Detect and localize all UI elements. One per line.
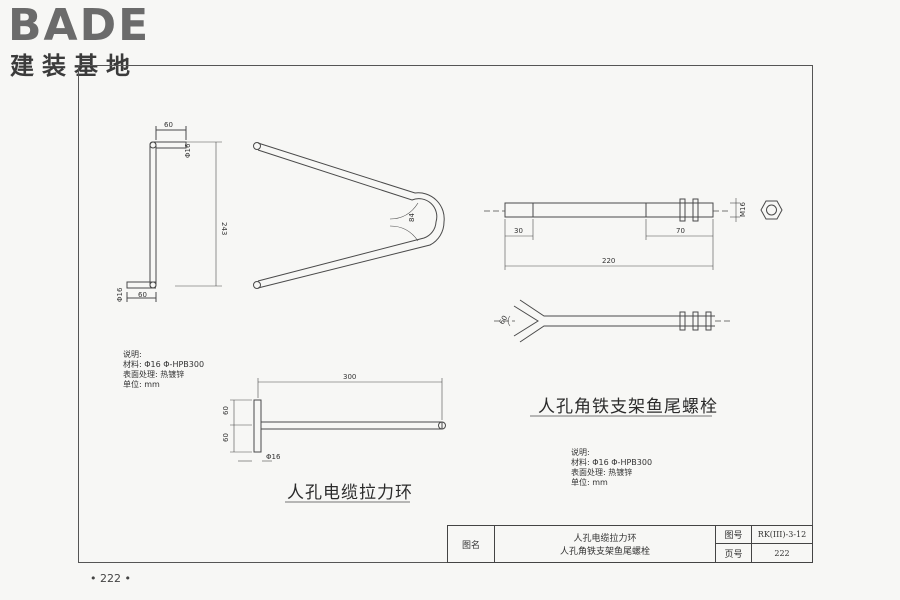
dim-t-dia: Φ16 bbox=[266, 453, 281, 461]
drawing-name-line2: 人孔角铁支架鱼尾螺栓 bbox=[559, 547, 650, 557]
brand-logo: BADE 建装基地 bbox=[8, 4, 178, 84]
logo-subtitle: 建装基地 bbox=[10, 52, 138, 80]
t-bar-view bbox=[230, 378, 446, 462]
page-value: 222 bbox=[751, 543, 813, 563]
note-line: 单位: mm bbox=[571, 478, 608, 487]
dim-fork-angle: 60 bbox=[498, 314, 509, 326]
drawing-name-cell: 人孔电缆拉力环 人孔角铁支架鱼尾螺栓 bbox=[494, 525, 716, 563]
dim-bolt-dia: M16 bbox=[739, 202, 747, 217]
v-ring-view bbox=[253, 142, 445, 289]
note-line: 单位: mm bbox=[123, 380, 160, 389]
dim-bolt-left: 30 bbox=[514, 227, 523, 235]
bolt-fork-view bbox=[494, 299, 730, 343]
dim-t-upper: 60 bbox=[222, 406, 230, 415]
note-line: 说明: bbox=[571, 448, 590, 457]
dim-dia-top: Φ16 bbox=[184, 143, 192, 158]
note-line: 表面处理: 热镀锌 bbox=[571, 468, 633, 477]
cable-ring-title: 人孔电缆拉力环 bbox=[287, 483, 413, 503]
drawing-name-label: 图名 bbox=[447, 525, 495, 563]
dim-t-lower: 60 bbox=[222, 433, 230, 442]
cable-ring-notes: 说明: 材料: Φ16 Φ-HPB300 表面处理: 热镀锌 单位: mm bbox=[123, 350, 204, 390]
bolt-side-view bbox=[484, 198, 783, 270]
drawing-frame bbox=[78, 65, 813, 563]
hook-bar-view bbox=[126, 126, 222, 302]
dim-hook-bottom: 60 bbox=[138, 291, 147, 299]
dim-dia-bottom: Φ16 bbox=[116, 287, 124, 302]
dim-bolt-right: 70 bbox=[676, 227, 685, 235]
fishtail-bolt-notes: 说明: 材料: Φ16 Φ-HPB300 表面处理: 热镀锌 单位: mm bbox=[571, 448, 652, 488]
dim-bolt-total: 220 bbox=[602, 257, 615, 265]
dim-v-angle: 84 bbox=[408, 213, 416, 222]
drawing-no-label: 图号 bbox=[715, 525, 752, 544]
dim-height: 243 bbox=[220, 222, 228, 235]
logo-wordmark: BADE bbox=[8, 0, 151, 51]
note-line: 表面处理: 热镀锌 bbox=[123, 370, 185, 379]
note-line: 材料: Φ16 Φ-HPB300 bbox=[123, 360, 205, 369]
drawing-no: RK(III)-3-12 bbox=[751, 525, 813, 544]
dim-hook-top: 60 bbox=[164, 121, 173, 129]
note-line: 材料: Φ16 Φ-HPB300 bbox=[571, 458, 653, 467]
page-number: • 222 • bbox=[90, 572, 131, 585]
drawing-name-line1: 人孔电缆拉力环 bbox=[573, 534, 637, 544]
title-block: 图名 人孔电缆拉力环 人孔角铁支架鱼尾螺栓 图号 RK(III)-3-12 页号… bbox=[447, 525, 813, 563]
note-line: 说明: bbox=[123, 350, 142, 359]
fishtail-bolt-title: 人孔角铁支架鱼尾螺栓 bbox=[538, 397, 718, 417]
dim-t-length: 300 bbox=[343, 373, 356, 381]
page-label: 页号 bbox=[715, 543, 752, 563]
